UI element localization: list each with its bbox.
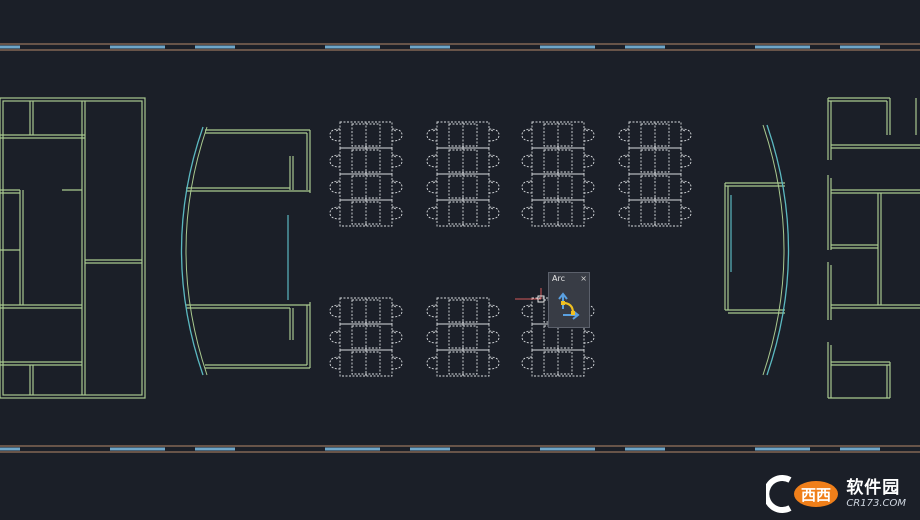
left-room-walls [0, 97, 146, 399]
desk-cluster [618, 121, 692, 227]
top-window-strip [0, 43, 920, 51]
arc-command-tooltip[interactable]: Arc × [548, 272, 590, 328]
watermark-cn-text: 软件园 [846, 478, 901, 498]
desk-cluster [426, 297, 500, 377]
right-partition [724, 182, 785, 314]
crosshair-cursor [515, 288, 545, 303]
right-room-walls [827, 97, 920, 399]
desk-cluster [329, 121, 403, 227]
tooltip-header: Arc × [549, 273, 589, 285]
watermark-url: CR173.COM [846, 498, 906, 509]
watermark-text: 软件园 CR173.COM [846, 478, 906, 510]
watermark: 西西 软件园 CR173.COM [766, 474, 906, 514]
bottom-window-strip [0, 445, 920, 453]
left-partition [186, 129, 311, 369]
arc-command-icon [558, 292, 580, 320]
desk-clusters [329, 121, 692, 377]
tooltip-title: Arc [552, 274, 565, 283]
cr-logo-icon: 西西 [766, 475, 839, 513]
watermark-logo-text: 西西 [801, 486, 831, 504]
desk-cluster [329, 297, 403, 377]
desk-cluster [521, 121, 595, 227]
tooltip-close-icon[interactable]: × [580, 274, 587, 283]
right-curved-wall [762, 124, 790, 376]
left-curved-wall [180, 126, 208, 376]
desk-cluster [426, 121, 500, 227]
